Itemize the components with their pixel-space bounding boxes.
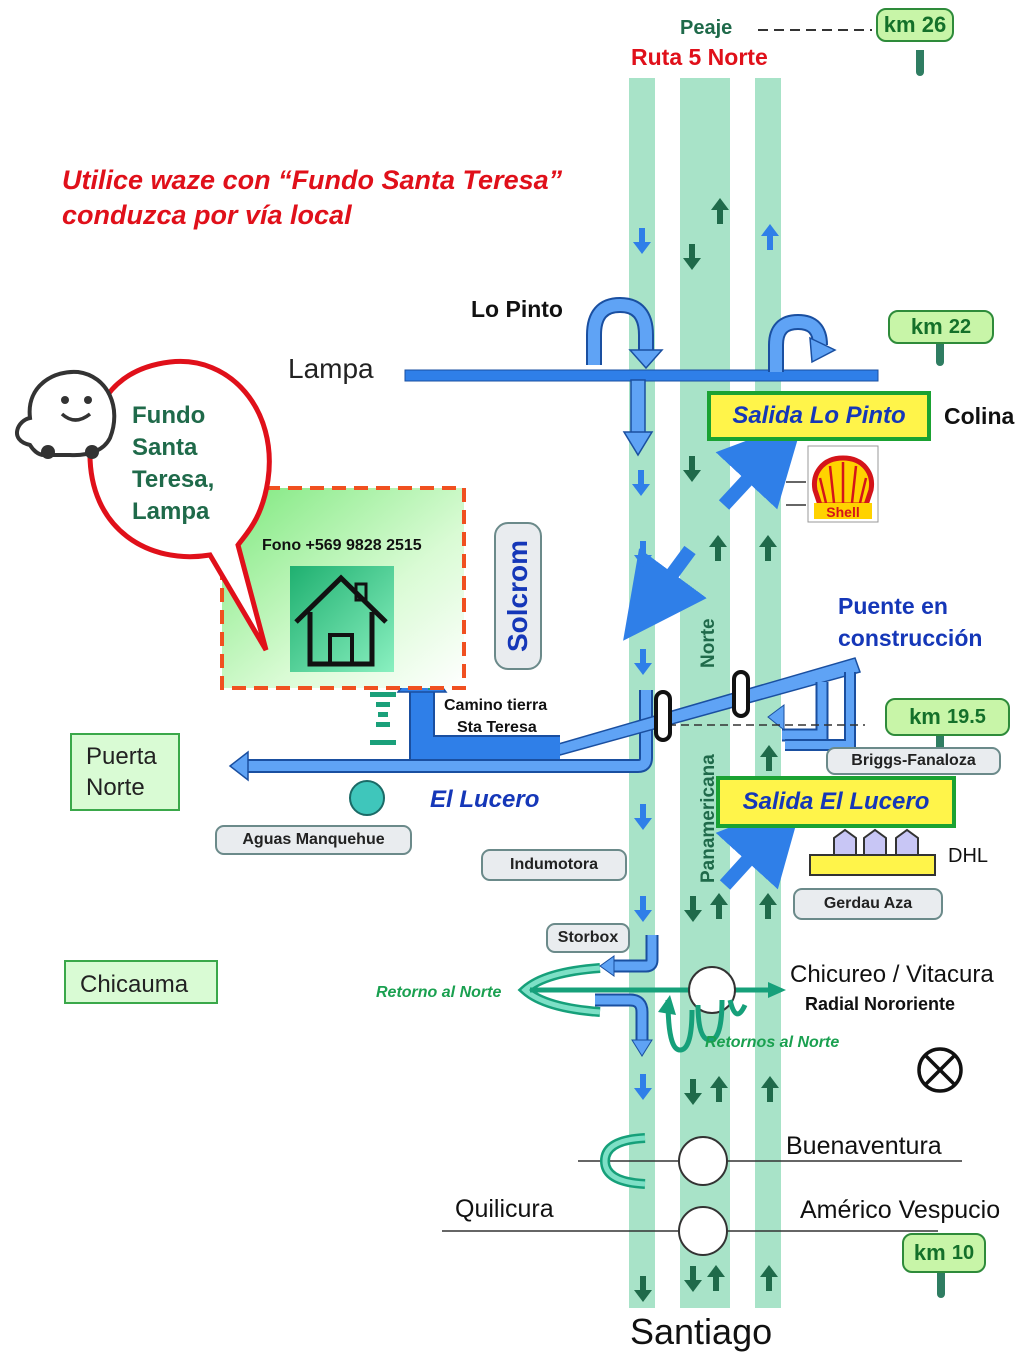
km-value: 10 [951,1241,975,1264]
lane-center [680,78,730,1308]
instruction-line-2: conduzca por vía local [62,200,352,230]
dhl-label: DHL [948,845,989,867]
puerta-norte-line-2: Norte [86,774,145,802]
ruta-label: Ruta 5 Norte [631,44,768,70]
solcrom-label: Solcrom [494,522,542,670]
km-value: 22 [948,315,972,338]
chicureo-interchange [517,963,786,1053]
chicauma-box: Chicauma [64,960,218,1004]
gerdau-label: Gerdau Aza [793,888,943,920]
shell-logo: Shell [786,445,879,523]
km10-post [937,1272,945,1298]
storbox-label: Storbox [546,923,630,953]
camino-line-2: Sta Teresa [457,719,537,736]
km-prefix: km [910,314,943,339]
shell-text: Shell [826,504,859,520]
exit-arrow-el-lucero [715,798,804,890]
briggs-label: Briggs-Fanaloza [826,747,1001,775]
exit-el-lucero: Salida El Lucero [716,776,956,828]
puerta-norte-box: Puerta Norte [70,733,180,811]
puerta-norte-line-1: Puerta [86,743,157,770]
km-sign-26: km 26 [876,8,954,42]
bubble-line-2: Santa [132,434,198,461]
km22-post [936,340,944,366]
colina-label: Colina [944,403,1015,429]
bubble-line-3: Teresa, [132,466,215,493]
instruction-line-1: Utilice waze con “Fundo Santa Teresa” [62,165,563,195]
camino-line-1: Camino tierra [444,697,548,714]
chicauma-text: Chicauma [80,971,189,998]
km-value: 19.5 [946,705,986,728]
km-sign-22: km 22 [888,310,994,344]
retornos-norte-label: Retornos al Norte [705,1034,840,1051]
exit-arrow-lo-pinto [715,419,804,510]
house-icon [290,566,394,672]
km-prefix: km [913,1240,946,1265]
chicureo-label: Chicureo / Vitacura [790,961,994,988]
panamericana-label: Panamericana [698,754,719,883]
phone-label: Fono +569 9828 2515 [262,537,422,554]
bubble-line-1: Fundo [132,402,206,429]
buenaventura-label: Buenaventura [786,1132,942,1160]
puente-line-1: Puente en [838,593,948,619]
no-entry-icon [917,1047,963,1093]
quilicura-label: Quilicura [455,1195,554,1223]
km-sign-19-5: km 19.5 [885,698,1010,736]
peaje-label: Peaje [680,17,733,39]
radial-label: Radial Nororiente [805,994,956,1014]
km-sign-10: km 10 [902,1233,986,1273]
exit-lo-pinto: Salida Lo Pinto [707,391,931,441]
waze-icon [15,369,117,459]
km26-post [916,50,924,76]
km-prefix: km [883,12,916,37]
aguas-label: Aguas Manquehue [215,825,412,855]
retorno-norte-label: Retorno al Norte [376,984,502,1001]
lo-pinto-label: Lo Pinto [471,296,563,322]
santiago-label: Santiago [630,1311,773,1352]
km-value: 26 [921,12,947,37]
bubble-line-4: Lampa [132,498,210,525]
puente-line-2: construcción [838,625,983,651]
warehouse-icon [809,828,936,876]
el-lucero-label: El Lucero [430,786,540,813]
indumotora-label: Indumotora [481,849,627,881]
km-prefix: km [909,704,941,729]
solcrom-text: Solcrom [502,539,533,653]
norte-label: Norte [698,618,719,668]
aguas-marker [349,780,385,816]
merge-arrow [623,545,707,641]
americo-label: Américo Vespucio [800,1196,1001,1224]
lampa-label: Lampa [288,353,374,384]
